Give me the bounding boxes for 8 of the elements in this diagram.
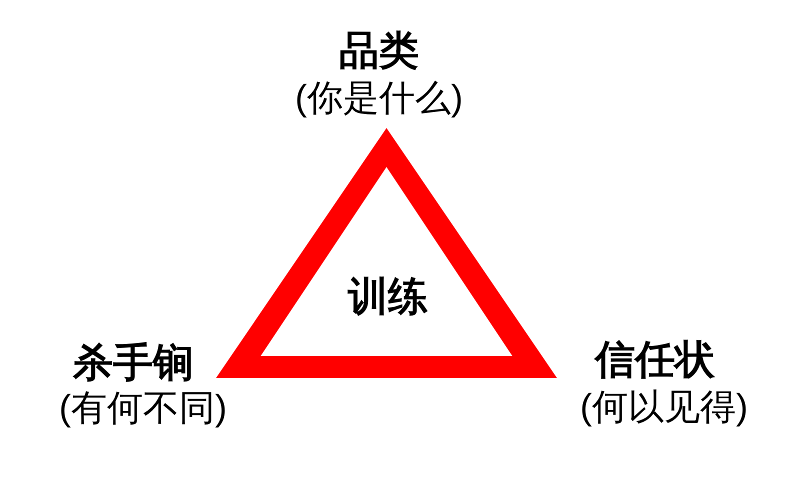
vertex-title: 信任状 (595, 340, 715, 380)
vertex-title: 品类 (339, 31, 419, 71)
vertex-title: 杀手锏 (73, 343, 193, 383)
vertex-subtitle: (你是什么) (295, 80, 463, 116)
center-label: 训练 (348, 277, 428, 317)
vertex-subtitle: (有何不同) (59, 390, 227, 426)
triangle-frame (216, 128, 557, 378)
vertex-subtitle: (何以见得) (580, 389, 748, 425)
